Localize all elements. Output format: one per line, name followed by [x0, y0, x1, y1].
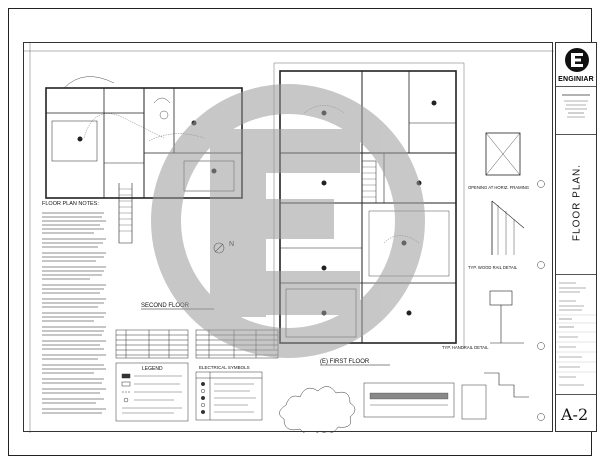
legend-title: LEGEND [142, 366, 163, 372]
floor-plan-notes-title: FLOOR PLAN NOTES: [42, 201, 99, 207]
firm-info-lines [562, 94, 590, 118]
drawing-area: N SECOND FLOOR FLOOR PLAN NOTES: [23, 42, 554, 435]
logo-cell: ENGINIAR [556, 43, 596, 87]
sheet-title-cell: FLOOR PLAN. [556, 135, 596, 275]
title-block: ENGINIAR FLOOR PLAN. [555, 42, 597, 432]
project-info-cell [556, 275, 596, 395]
wood-rail-detail [491, 200, 525, 255]
floor-plan-drawing: N SECOND FLOOR FLOOR PLAN NOTES: [24, 43, 554, 435]
wall-section-detail [279, 382, 487, 435]
sheet-number-cell: A-2 [556, 395, 596, 433]
wood-rail-detail-title: TYP. WOOD RAIL DETAIL [468, 265, 518, 270]
floor-plan-notes-lines [42, 212, 106, 414]
door-schedule-table [115, 329, 189, 359]
project-info-lines [556, 282, 596, 386]
brand-name: ENGINIAR [558, 76, 594, 83]
frame-ticks [24, 43, 554, 433]
drawing-sheet: N SECOND FLOOR FLOOR PLAN NOTES: [8, 8, 597, 456]
electrical-symbol-lines [214, 383, 256, 413]
sheet-number: A-2 [561, 405, 589, 424]
watermark-logo [151, 84, 425, 358]
horiz-framing-detail [485, 132, 521, 176]
handrail-detail [489, 290, 524, 344]
electrical-symbols-title: ELECTRICAL SYMBOLS [199, 365, 250, 370]
legend-box [115, 362, 189, 422]
enginiar-logo-icon [565, 48, 589, 72]
legend-lines [122, 375, 182, 414]
stair-detail [484, 372, 529, 398]
handrail-detail-title: TYP. HANDRAIL DETAIL [442, 345, 489, 350]
electrical-symbols-table [195, 371, 263, 421]
second-floor-title: SECOND FLOOR [141, 303, 190, 309]
sheet-title: FLOOR PLAN. [571, 163, 583, 242]
opening-detail-title: OPENING AT HORIZ. FRAMING [468, 185, 529, 190]
firm-info-cell [556, 87, 596, 135]
first-floor-title: (E) FIRST FLOOR [320, 359, 370, 365]
